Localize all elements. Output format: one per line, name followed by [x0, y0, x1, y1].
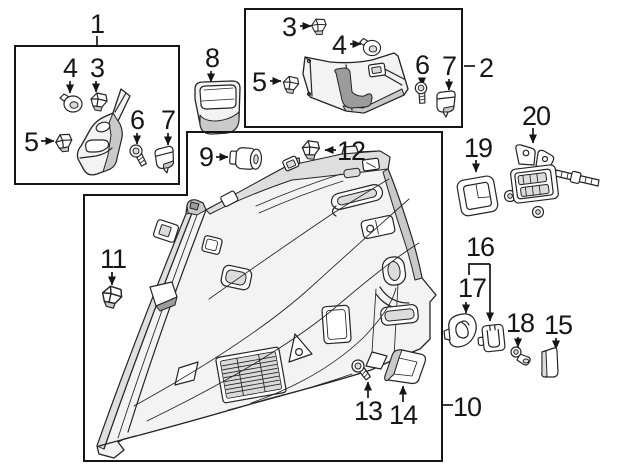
part-upper-trim-box2 — [302, 52, 409, 114]
part-clip-3-box2 — [310, 17, 329, 37]
part-grommet-4-box2 — [359, 37, 382, 57]
part-bezel-19 — [456, 175, 499, 217]
callout-16-label[interactable]: 16 — [466, 232, 495, 262]
panel-small-pocket — [201, 235, 223, 255]
callout-box2-4-label[interactable]: 4 — [332, 30, 348, 60]
part-clip-16 — [477, 323, 506, 353]
part-quarter-trim-panel-10 — [96, 145, 437, 459]
part-clip-11 — [100, 284, 124, 310]
part-hook-17 — [443, 313, 477, 348]
callout-box1-6-label[interactable]: 6 — [130, 105, 145, 135]
callout-box2-7-label[interactable]: 7 — [442, 51, 457, 81]
callout-8-label[interactable]: 8 — [205, 43, 220, 73]
part-clip-5-box2 — [282, 75, 300, 95]
part-pillar-trim-box1 — [76, 88, 131, 176]
group-box-1 — [14, 45, 180, 185]
callout-box2-6-label[interactable]: 6 — [415, 50, 430, 80]
panel-pillar-clip-window — [152, 219, 180, 243]
callout-10-label[interactable]: 10 — [453, 392, 482, 422]
part-screw-6-box1 — [125, 141, 153, 169]
part-bumper-9 — [229, 147, 263, 170]
panel-slot-pocket — [380, 304, 419, 326]
callout-17-label[interactable]: 17 — [458, 273, 487, 303]
part-clip-5-box1 — [53, 131, 75, 155]
panel-speaker-grille — [215, 346, 287, 404]
callout-13-label[interactable]: 13 — [354, 396, 383, 426]
part-screw-6-box2 — [411, 79, 434, 106]
callout-11-label[interactable]: 11 — [100, 244, 127, 274]
part-clip-3-box1 — [90, 92, 108, 112]
callout-box1-3-label[interactable]: 3 — [90, 53, 105, 83]
part-cover-14 — [384, 349, 427, 385]
group-box-2 — [244, 8, 463, 128]
part-grommet-4-box1 — [59, 93, 83, 113]
callout-box2-3-label[interactable]: 3 — [282, 12, 297, 42]
part-grommet-18 — [510, 346, 531, 366]
callout-box1-5-label[interactable]: 5 — [24, 127, 39, 157]
callout-18-label[interactable]: 18 — [506, 308, 535, 338]
callout-19-label[interactable]: 19 — [464, 133, 493, 163]
part-clip-7-box2 — [436, 90, 456, 118]
part-wedge-15 — [541, 347, 559, 378]
panel-rect-pocket — [321, 304, 352, 345]
group-box-10 — [83, 131, 443, 462]
part-storage-bin-8 — [194, 80, 241, 135]
callout-box2-5-label[interactable]: 5 — [252, 67, 267, 97]
callout-box1-4-label[interactable]: 4 — [63, 53, 79, 83]
part-clip-12 — [301, 139, 321, 161]
callout-12-label[interactable]: 12 — [337, 136, 366, 166]
panel-mid-pocket — [220, 264, 253, 291]
part-clip-7-box1 — [153, 145, 177, 175]
callout-box1-7-label[interactable]: 7 — [161, 105, 176, 135]
callout-15-label[interactable]: 15 — [544, 310, 573, 340]
callout-20-label[interactable]: 20 — [522, 101, 551, 131]
callout-2-label[interactable]: 2 — [479, 53, 494, 83]
callout-14-label[interactable]: 14 — [389, 400, 419, 430]
callout-1-label[interactable]: 1 — [90, 9, 105, 39]
part-latch-20 — [503, 144, 600, 219]
callout-9-label[interactable]: 9 — [199, 142, 214, 172]
callout-16-bracket — [468, 263, 490, 275]
